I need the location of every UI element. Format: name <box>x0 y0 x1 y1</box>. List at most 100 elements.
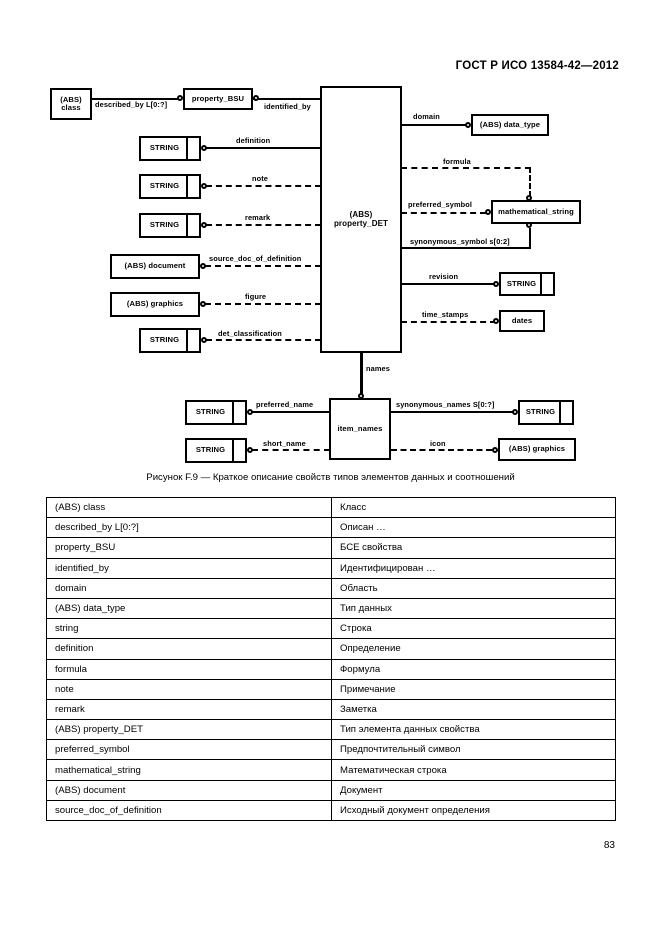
label-det-classification: det_classification <box>218 329 282 338</box>
connector-synonymous-symbol <box>526 222 532 228</box>
connector-source-doc-of-definition <box>200 263 206 269</box>
legend-term: definition <box>46 638 332 660</box>
legend-translation: Класс <box>331 496 616 519</box>
label-definition: definition <box>236 136 271 145</box>
link-preferred-name <box>252 411 330 413</box>
link-remark <box>206 224 321 226</box>
legend-term: mathematical_string <box>46 759 332 781</box>
node-property-bsu-label: property_BSU <box>191 93 245 103</box>
node-abs-class: (ABS) class <box>50 88 92 120</box>
link-figure <box>205 303 321 305</box>
legend-term: (ABS) class <box>46 496 332 519</box>
legend-term: formula <box>46 658 332 680</box>
label-note: note <box>252 174 269 183</box>
node-string-short-name-label: STRING <box>195 445 226 455</box>
link-domain <box>401 124 468 126</box>
legend-term: note <box>46 678 332 700</box>
connector-domain <box>465 122 471 128</box>
node-abs-document: (ABS) document <box>110 254 200 279</box>
table-row: described_by L[0:?]Описан … <box>46 517 616 539</box>
connector-described-by <box>177 95 183 101</box>
node-string-definition-label: STRING <box>149 143 180 153</box>
node-string-synonymous-names: STRING <box>518 400 574 425</box>
legend-translation: Область <box>331 577 616 599</box>
node-item-names: item_names <box>329 398 391 460</box>
legend-term: (ABS) data_type <box>46 597 332 620</box>
label-remark: remark <box>245 213 271 222</box>
link-short-name <box>252 449 330 451</box>
legend-translation: Заметка <box>331 698 616 721</box>
node-dates: dates <box>499 310 545 332</box>
label-described-by: described_by L[0:?] <box>95 100 168 109</box>
link-definition <box>206 147 321 149</box>
node-string-revision-label: STRING <box>506 278 537 288</box>
connector-revision <box>493 281 499 287</box>
node-divider <box>186 174 188 199</box>
legend-translation: Описан … <box>331 517 616 539</box>
link-time-stamps <box>401 321 496 323</box>
legend-translation: Предпочтительный символ <box>331 739 616 761</box>
link-note <box>206 185 321 187</box>
label-preferred-name: preferred_name <box>256 400 314 409</box>
node-divider <box>232 438 234 463</box>
link-described-by <box>92 98 180 100</box>
label-synonymous-symbol: synonymous_symbol s[0:2] <box>410 237 510 246</box>
node-divider <box>559 400 561 425</box>
connector-det-classification <box>201 337 207 343</box>
legend-term: remark <box>46 698 332 721</box>
link-formula-horizontal <box>401 167 531 169</box>
link-identified-by <box>253 98 321 100</box>
figure-diagram: (ABS) property_DET (ABS) class property_… <box>0 78 661 463</box>
node-string-synonymous-names-label: STRING <box>525 407 556 417</box>
connector-short-name <box>247 447 253 453</box>
legend-term: (ABS) property_DET <box>46 719 332 741</box>
node-divider <box>186 136 188 161</box>
connector-preferred-name <box>247 409 253 415</box>
label-short-name: short_name <box>263 439 306 448</box>
node-divider <box>186 328 188 353</box>
connector-note <box>201 183 207 189</box>
link-det-classification <box>206 339 321 341</box>
legend-translation: Формула <box>331 658 616 680</box>
label-icon: icon <box>430 439 446 448</box>
connector-preferred-symbol <box>485 209 491 215</box>
legend-term: domain <box>46 577 332 599</box>
link-names <box>360 353 363 398</box>
figure-caption: Рисунок F.9 — Краткое описание свойств т… <box>146 472 515 483</box>
legend-term: source_doc_of_definition <box>46 799 332 822</box>
standard-designation: ГОСТ Р ИСО 13584-42—2012 <box>455 60 619 72</box>
page-number: 83 <box>603 840 615 851</box>
connector-figure <box>200 301 206 307</box>
legend-translation: Документ <box>331 779 616 801</box>
legend-translation: Математическая строка <box>331 759 616 781</box>
link-synonymous-names <box>391 411 515 413</box>
legend-translation: БСЕ свойства <box>331 537 616 559</box>
node-string-short-name: STRING <box>185 438 247 463</box>
label-preferred-symbol: preferred_symbol <box>408 200 473 209</box>
legend-term: property_BSU <box>46 537 332 559</box>
node-dates-label: dates <box>511 315 533 325</box>
node-string-preferred-name-label: STRING <box>195 407 226 417</box>
label-figure: figure <box>245 292 267 301</box>
connector-time-stamps <box>493 318 499 324</box>
legend-term: string <box>46 618 332 640</box>
node-divider <box>540 272 542 296</box>
legend-translation: Примечание <box>331 678 616 700</box>
label-synonymous-names: synonymous_names S[0:?] <box>396 400 495 409</box>
connector-icon <box>492 447 498 453</box>
legend-translation: Исходный документ определения <box>331 799 616 822</box>
legend-term: (ABS) document <box>46 779 332 801</box>
